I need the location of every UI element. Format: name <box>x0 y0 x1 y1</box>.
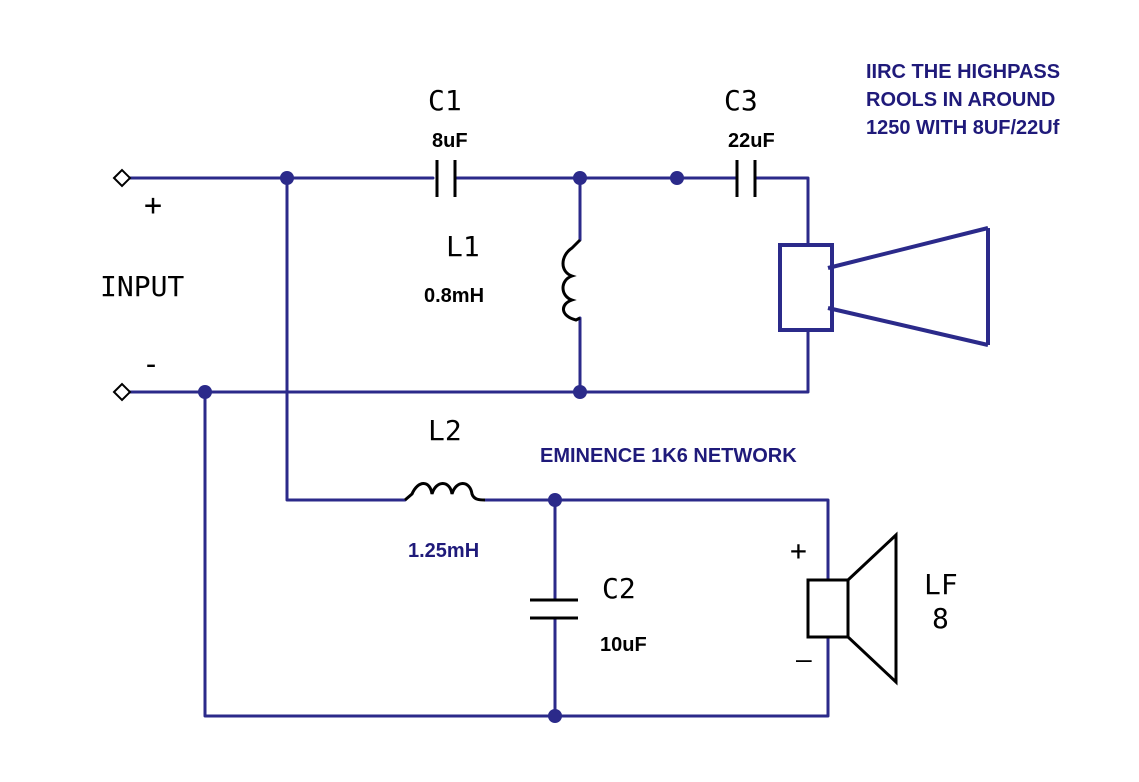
capacitor-c1 <box>435 160 457 197</box>
capacitor-c2 <box>530 598 578 620</box>
l2-value: 1.25mH <box>408 540 479 562</box>
labels: C1 8uF C3 22uF L1 0.8mH L2 1.25mH C2 10u… <box>100 61 1060 675</box>
junction-dot <box>280 171 294 185</box>
woofer-plus-label: + <box>790 534 807 567</box>
wire-horn-plus <box>753 176 810 247</box>
lf-impedance: 8 <box>932 602 949 635</box>
junctions <box>198 171 684 723</box>
input-terminals <box>112 168 132 402</box>
woofer-minus-label: — <box>796 645 812 675</box>
wiring <box>128 176 830 718</box>
c3-value: 22uF <box>728 130 775 152</box>
wire-woofer-plus <box>483 498 830 582</box>
note-line-3: 1250 WITH 8UF/22Uf <box>866 117 1060 139</box>
c2-name: C2 <box>602 572 636 605</box>
inductor-l2 <box>404 482 486 502</box>
inductor-l1 <box>561 238 582 322</box>
input-minus-terminal <box>112 382 132 402</box>
lf-name: LF <box>924 568 958 601</box>
c3-name: C3 <box>724 84 758 117</box>
junction-dot <box>670 171 684 185</box>
c1-value: 8uF <box>432 130 468 152</box>
junction-dot <box>198 385 212 399</box>
l2-name: L2 <box>428 414 462 447</box>
note-line-2: ROOLS IN AROUND <box>866 89 1055 111</box>
network-title: EMINENCE 1K6 NETWORK <box>540 445 797 467</box>
junction-dot <box>548 493 562 507</box>
capacitor-c3 <box>735 160 757 197</box>
horn-speaker-icon <box>778 226 990 347</box>
l1-name: L1 <box>446 230 480 263</box>
input-plus-terminal <box>112 168 132 188</box>
note-line-1: IIRC THE HIGHPASS <box>866 61 1060 83</box>
input-minus-label: - <box>142 347 160 382</box>
l1-value: 0.8mH <box>424 285 484 307</box>
junction-dot <box>573 385 587 399</box>
wire-l2-feed <box>285 176 407 502</box>
input-plus-label: + <box>144 188 162 223</box>
c2-value: 10uF <box>600 634 647 656</box>
junction-dot <box>548 709 562 723</box>
woofer-speaker-icon <box>806 531 898 686</box>
input-label: INPUT <box>100 270 184 303</box>
wire-return <box>203 390 830 718</box>
junction-dot <box>573 171 587 185</box>
wire-bottom-rail <box>128 328 810 394</box>
c1-name: C1 <box>428 84 462 117</box>
